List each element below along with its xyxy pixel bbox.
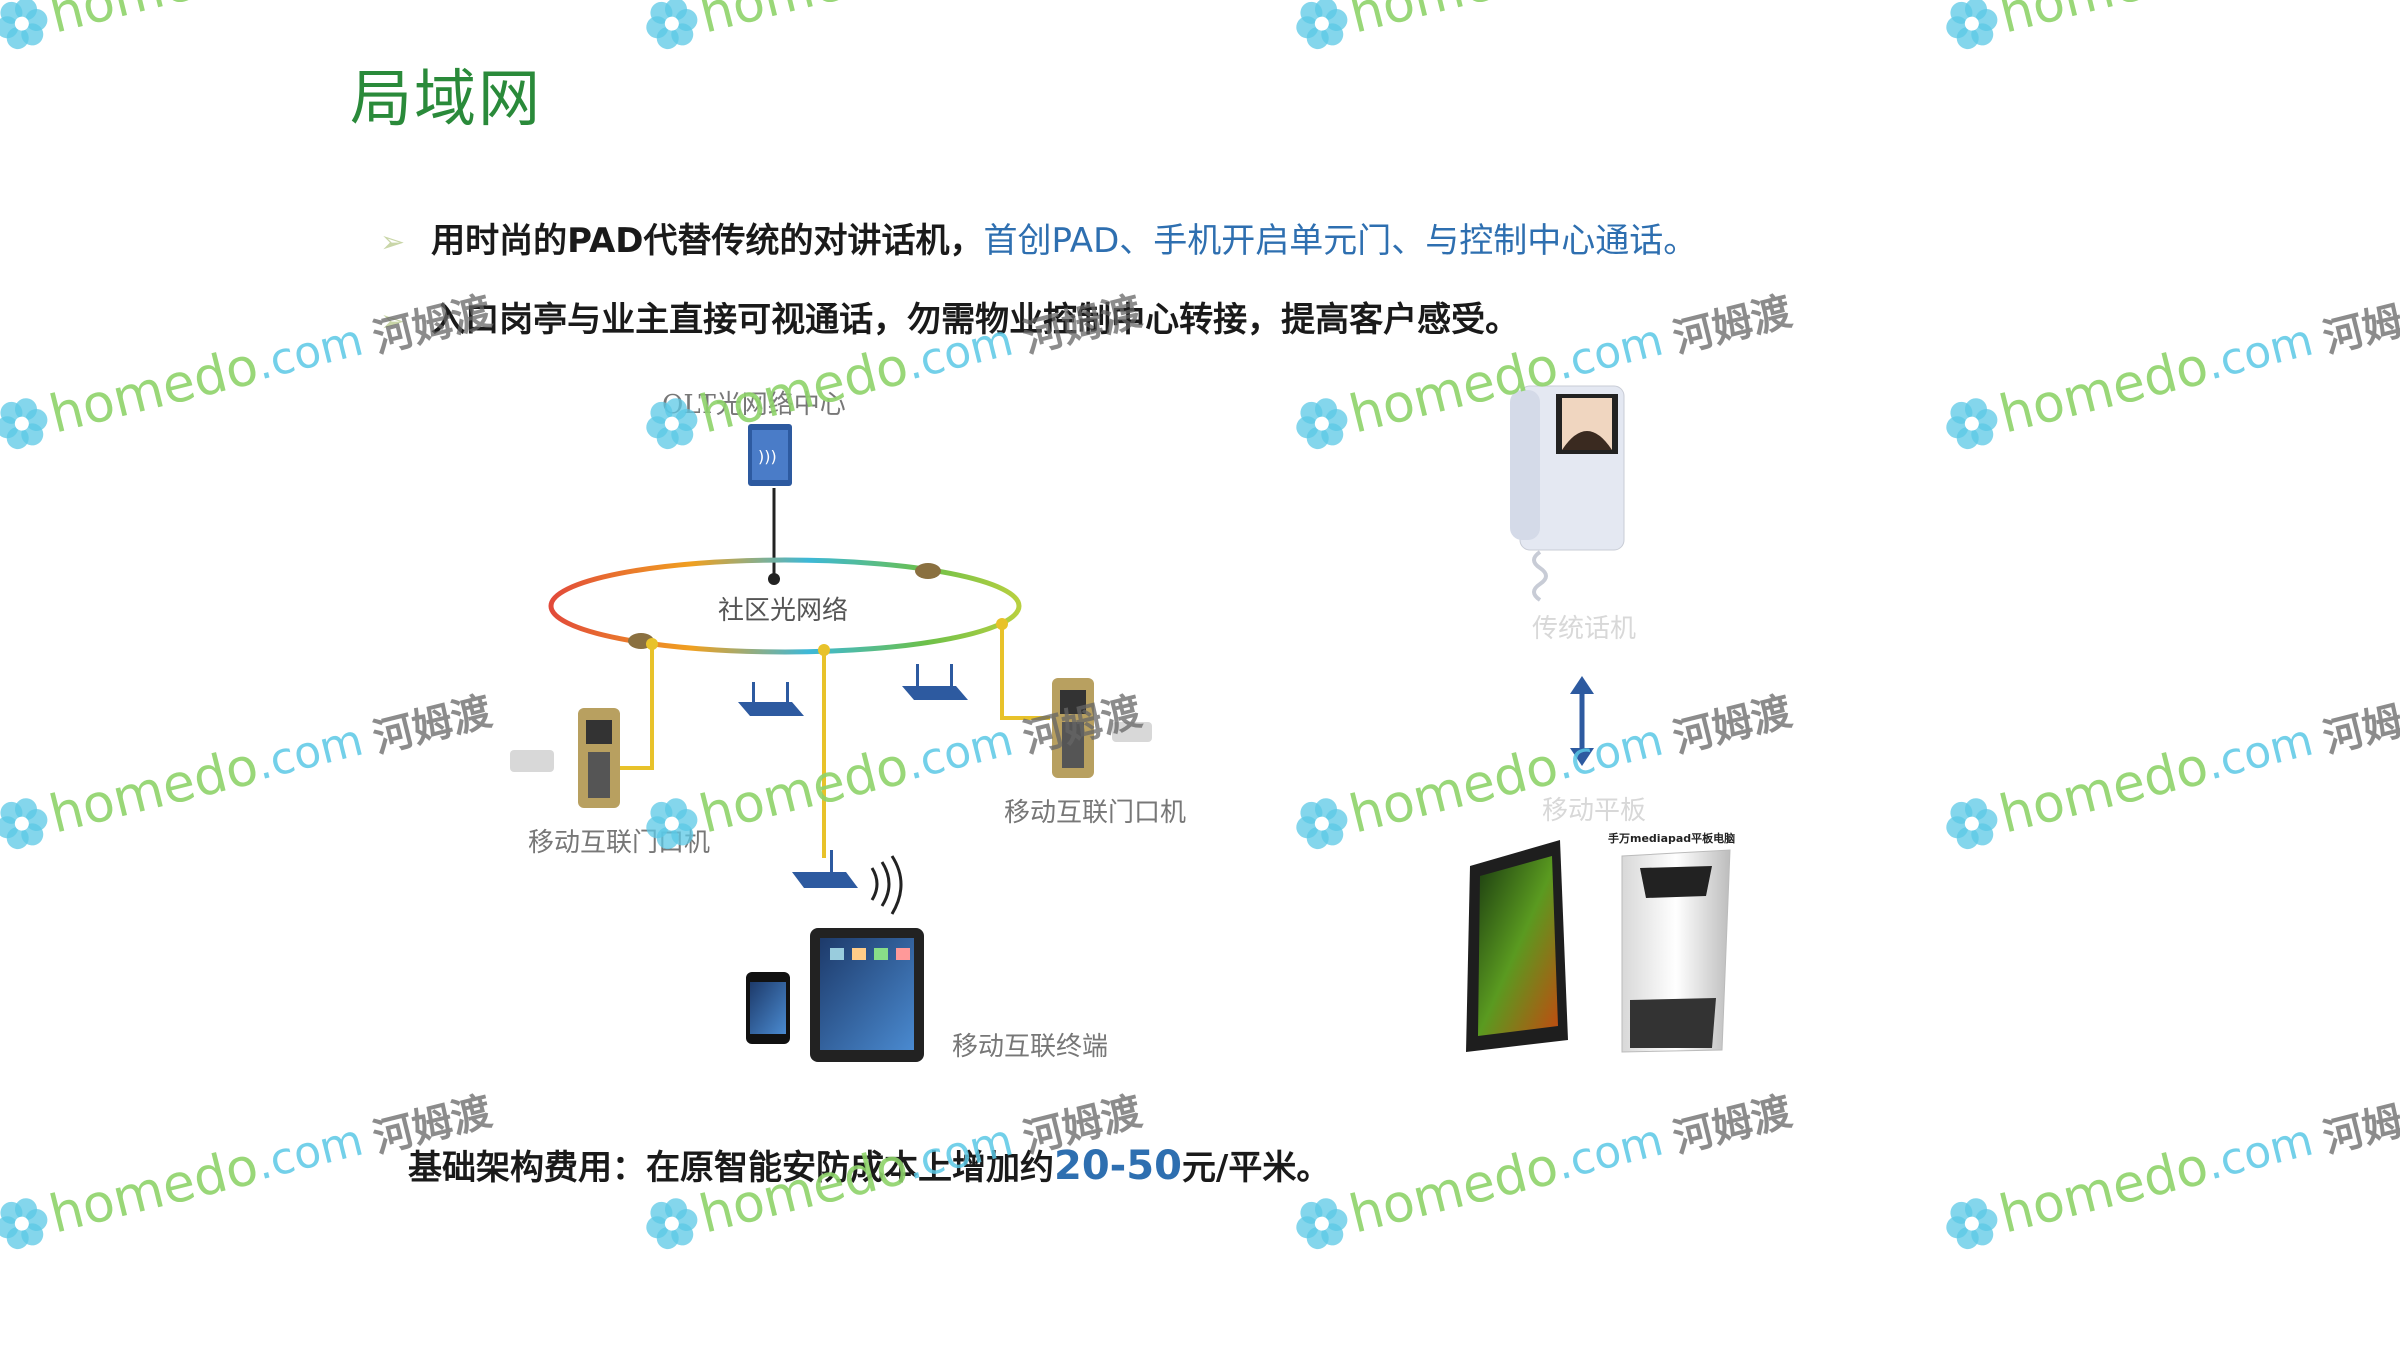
cost-prefix: 基础架构费用：在原智能安防成本上增加约 bbox=[408, 1148, 1054, 1188]
page-title: 局域网 bbox=[350, 62, 543, 135]
cost-value: 20-50 bbox=[1054, 1143, 1182, 1189]
door-right-label: 移动互联门口机 bbox=[1004, 798, 1187, 828]
olt-label: OLT光网络中心 bbox=[662, 390, 846, 420]
door-unit-left-icon bbox=[510, 708, 620, 808]
phone-label: 传统话机 bbox=[1532, 614, 1637, 644]
bullet-arrow-icon: ➢ bbox=[380, 304, 406, 339]
ring-node-icon bbox=[915, 563, 941, 579]
double-arrow-icon bbox=[1570, 676, 1594, 766]
terminal-label: 移动互联终端 bbox=[952, 1032, 1109, 1062]
tablet-label: 移动平板 bbox=[1542, 796, 1647, 826]
cost-suffix: 元/平米。 bbox=[1181, 1148, 1331, 1188]
wifi-router-icon bbox=[792, 850, 903, 915]
router-icon bbox=[902, 664, 968, 700]
door-unit-right-icon bbox=[1052, 678, 1152, 778]
bullet-1-highlight: 首创PAD、手机开启单元门、与控制中心通话。 bbox=[983, 221, 1698, 261]
ipad-icon bbox=[810, 928, 924, 1062]
intercom-phone-icon bbox=[1510, 385, 1625, 602]
bullet-2-text: 入口岗亭与业主直接可视通话，勿需物业控制中心转接，提高客户感受。 bbox=[431, 300, 1520, 340]
bullet-arrow-icon: ➢ bbox=[380, 225, 406, 260]
door-left-label: 移动互联门口机 bbox=[528, 828, 711, 858]
ring-label: 社区光网络 bbox=[718, 596, 849, 626]
tablet-front-icon bbox=[1466, 840, 1568, 1052]
tablet-back-icon bbox=[1621, 849, 1731, 1053]
community-ring bbox=[548, 557, 1022, 655]
svg-text:))): ))) bbox=[758, 447, 777, 466]
bullet-1: ➢ 用时尚的PAD代替传统的对讲话机，首创PAD、手机开启单元门、与控制中心通话。 bbox=[380, 213, 1697, 262]
smartphone-icon bbox=[746, 972, 790, 1044]
cost-line: 基础架构费用：在原智能安防成本上增加约20-50元/平米。 bbox=[408, 1140, 1330, 1189]
router-icon bbox=[738, 682, 804, 716]
bullet-2: ➢ 入口岗亭与业主直接可视通话，勿需物业控制中心转接，提高客户感受。 bbox=[380, 292, 1519, 341]
olt-server-icon: ))) bbox=[748, 424, 792, 486]
tablet-caption: 手万mediapad平板电脑 bbox=[1608, 832, 1736, 845]
bullet-1-text: 用时尚的PAD代替传统的对讲话机， bbox=[431, 221, 984, 261]
